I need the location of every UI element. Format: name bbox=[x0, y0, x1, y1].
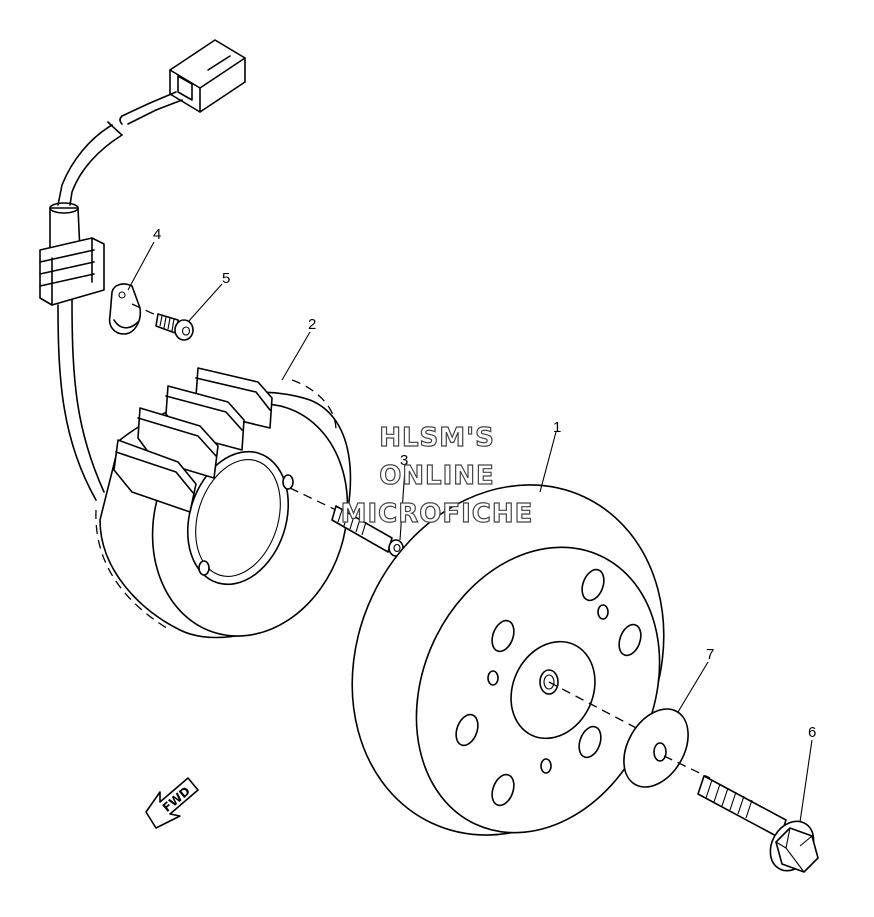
callout-1: 1 bbox=[553, 419, 561, 436]
leader-lines bbox=[127, 241, 813, 823]
callout-5: 5 bbox=[222, 270, 230, 287]
watermark-line-2: ONLINE bbox=[379, 461, 495, 491]
forward-direction-arrow: FWD bbox=[145, 777, 199, 829]
stator bbox=[95, 367, 352, 639]
callout-2: 2 bbox=[308, 316, 316, 333]
rotor-flywheel bbox=[351, 484, 665, 836]
watermark-line-3: MICROFICHE bbox=[341, 499, 534, 529]
callout-3: 3 bbox=[400, 452, 408, 469]
callout-4: 4 bbox=[153, 226, 161, 243]
callout-7: 7 bbox=[706, 646, 714, 663]
flange-bolt bbox=[697, 775, 819, 873]
callout-6: 6 bbox=[808, 724, 816, 741]
watermark: HLSM'S ONLINE MICROFICHE bbox=[340, 422, 534, 529]
callout-numbers: 1 2 3 4 5 6 7 bbox=[153, 226, 816, 741]
wire-clamp bbox=[108, 283, 142, 335]
clamp-screw bbox=[131, 303, 194, 341]
wire-harness bbox=[39, 39, 246, 501]
watermark-line-1: HLSM'S bbox=[379, 423, 495, 453]
washer bbox=[623, 708, 711, 788]
